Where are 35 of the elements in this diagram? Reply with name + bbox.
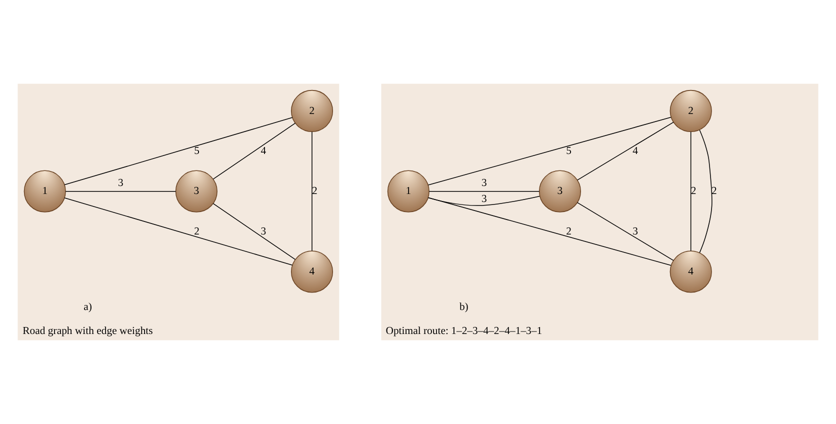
edge-label: 2 — [566, 225, 572, 238]
connector — [212, 122, 296, 180]
connector — [65, 190, 176, 192]
connector — [212, 203, 296, 260]
node-circle: 2 — [670, 90, 712, 132]
connector — [690, 132, 692, 252]
edge-label: 3 — [482, 193, 487, 206]
edge-label: 3 — [632, 225, 638, 238]
edge-label: 3 — [482, 177, 487, 190]
connector — [64, 117, 293, 186]
connector — [428, 197, 672, 266]
node-circle: 4 — [670, 250, 712, 293]
edge-label: 5 — [566, 144, 572, 157]
node-circle: 3 — [175, 170, 218, 212]
node-circle: 2 — [290, 90, 334, 132]
connector — [428, 116, 672, 186]
node-circle: 4 — [290, 250, 334, 293]
node-circle: 1 — [24, 170, 66, 212]
edge-label: 2 — [312, 185, 318, 198]
edge-label: 3 — [118, 177, 124, 190]
edge-label: 2 — [712, 185, 717, 198]
connector — [576, 202, 674, 261]
connector — [577, 122, 674, 180]
edge-label: 3 — [260, 225, 266, 238]
node-circle: 3 — [538, 170, 582, 212]
edge-label: 2 — [194, 225, 200, 238]
connector — [64, 198, 293, 266]
edge-label: 4 — [632, 144, 638, 157]
connector — [699, 130, 712, 254]
connector — [428, 196, 540, 206]
edge-label: 4 — [260, 144, 266, 157]
edge-label: 5 — [194, 144, 200, 157]
node-circle: 1 — [387, 170, 430, 212]
connector — [428, 190, 540, 192]
edge-label: 2 — [690, 185, 696, 198]
